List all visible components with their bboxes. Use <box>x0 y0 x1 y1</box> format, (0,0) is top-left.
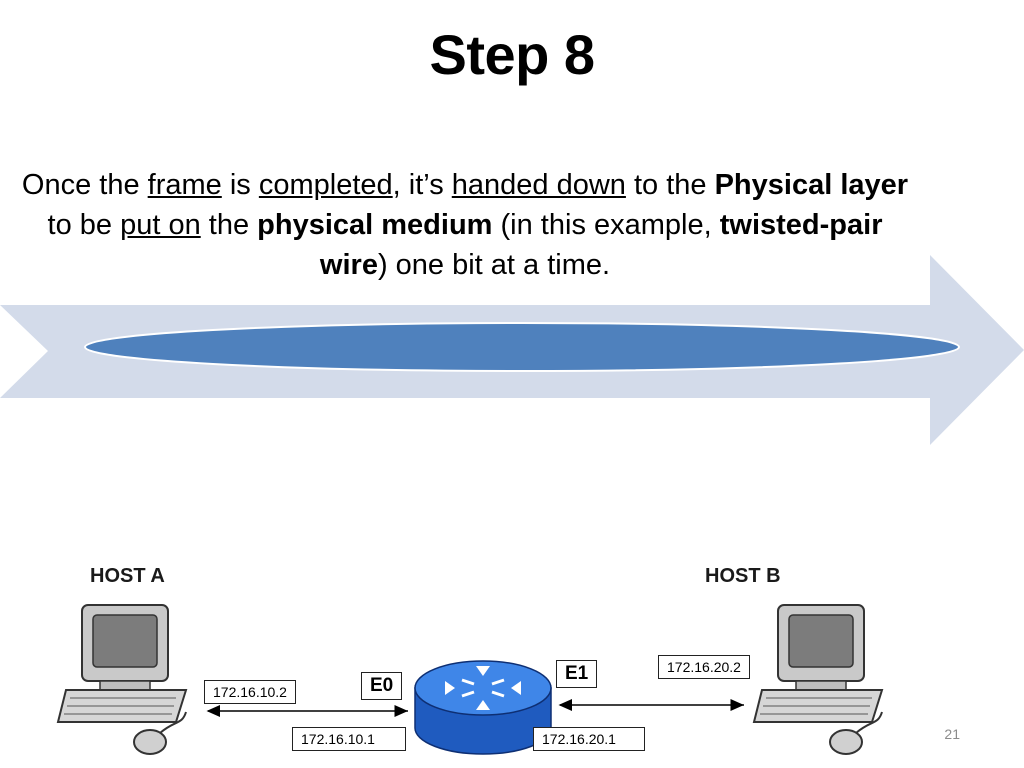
host-a-computer-icon <box>56 604 188 755</box>
router-icon <box>414 660 552 755</box>
port-e1-box: E1 <box>556 660 598 688</box>
host-b-label: HOST B <box>705 565 781 587</box>
slide-number: 21 <box>944 726 960 742</box>
gateway-a-ip-box: 172.16.10.1 <box>292 727 406 751</box>
host-b-ip-box: 172.16.20.2 <box>658 655 750 679</box>
port-e0-box: E0 <box>361 672 403 700</box>
host-b-computer-icon <box>752 604 884 755</box>
host-a-ip-box: 172.16.10.2 <box>204 680 296 704</box>
slide-title: Step 8 <box>429 23 595 86</box>
step-description: Once the frame is completed, it’s handed… <box>21 169 909 281</box>
gateway-b-ip-box: 172.16.20.1 <box>533 727 645 751</box>
host-a-label: HOST A <box>90 565 165 587</box>
medium-ellipse <box>84 322 960 372</box>
